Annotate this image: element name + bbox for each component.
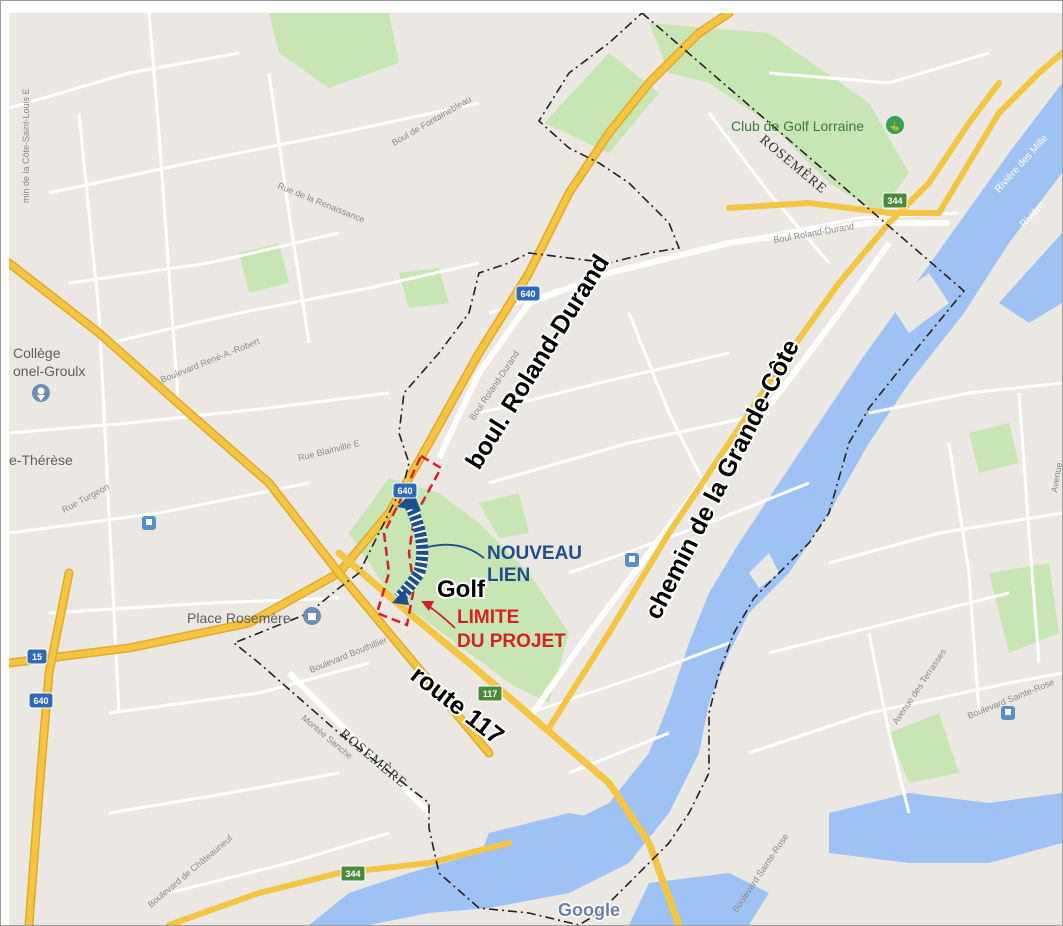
new-link-arrow-bottom xyxy=(392,589,409,605)
route-344-bottom xyxy=(166,840,512,925)
annotation-nouveau-lien-1: NOUVEAU xyxy=(487,543,582,564)
shield-label: 640 xyxy=(33,696,48,706)
place-label-college: Collège xyxy=(13,345,61,361)
river-south-channel xyxy=(829,793,1062,863)
street-label: Boul Roland-Durand xyxy=(773,221,855,245)
highways xyxy=(9,13,1062,925)
riviere-des-mille-iles xyxy=(309,83,1062,925)
golf-rosemere-park xyxy=(349,478,569,703)
route-344-top xyxy=(726,199,942,216)
autoroute-15-inner xyxy=(9,260,492,756)
shield-label: 15 xyxy=(32,652,42,662)
river-island-2 xyxy=(749,553,779,588)
annotation-nouveau-lien-2: LIEN xyxy=(487,565,530,586)
shield-a15: 15 xyxy=(26,648,48,665)
place-label-therese: e-Thérèse xyxy=(9,452,73,468)
shopping-marker-icon[interactable] xyxy=(303,607,321,625)
boul-roland-durand-road xyxy=(436,220,949,460)
a15-south-inner xyxy=(26,570,72,925)
parks xyxy=(239,13,1059,783)
shield-r344-top: 344 xyxy=(882,192,908,209)
svg-text:⛳: ⛳ xyxy=(889,120,900,132)
new-link-leader xyxy=(423,543,485,559)
street-label: Rue Blainville E xyxy=(297,438,361,463)
river-island xyxy=(889,273,949,333)
shield-label: 117 xyxy=(483,689,498,699)
park-right-2 xyxy=(889,713,959,783)
annotation-route-117: route 117 xyxy=(405,661,509,751)
map-canvas[interactable]: 640 640 640 15 344 344 117 xyxy=(9,13,1062,925)
route-344-main xyxy=(546,80,1002,731)
college-marker-icon[interactable] xyxy=(32,384,50,402)
project-limit-arrowhead xyxy=(421,601,434,611)
shield-a640-mid: 640 xyxy=(392,482,418,499)
river-south-arm xyxy=(469,813,629,883)
train-station-icon[interactable] xyxy=(1001,706,1015,720)
shield-label: 344 xyxy=(345,869,360,879)
shield-a640-top: 640 xyxy=(515,285,541,302)
annotation-limite-projet-1: LIMITE xyxy=(457,607,519,628)
project-limit-outline xyxy=(375,454,443,627)
street-label: Rue Turgeon xyxy=(60,482,111,515)
street-label: Avenue xyxy=(1049,462,1062,494)
local-streets xyxy=(9,13,1062,895)
shield-a640-left: 640 xyxy=(28,692,54,709)
river-branch-east xyxy=(999,233,1062,323)
train-station-icon[interactable] xyxy=(142,516,156,530)
google-attribution[interactable]: Google xyxy=(557,899,622,922)
shield-r117: 117 xyxy=(477,685,503,702)
shield-label: 640 xyxy=(397,486,412,496)
autoroute-640-inner xyxy=(9,13,732,666)
park-north-small xyxy=(544,53,659,153)
place-label-place-rosemere[interactable]: Place Rosemère xyxy=(187,610,291,626)
train-station-icon[interactable] xyxy=(625,553,639,567)
map-svg[interactable]: 640 640 640 15 344 344 117 xyxy=(9,13,1062,925)
park-top-left xyxy=(269,13,399,88)
street-label: Boulevard de Châteauneuf xyxy=(146,833,235,910)
park-right-1 xyxy=(989,563,1059,653)
golf-marker-icon[interactable]: ⛳ xyxy=(886,116,904,134)
annotation-limite-projet-2: DU PROJET xyxy=(457,631,566,652)
place-label-club-golf[interactable]: Club de Golf Lorraine xyxy=(731,118,864,134)
place-label-college-2: onel-Groulx xyxy=(13,363,85,379)
golf-lorraine-park xyxy=(649,23,909,213)
shield-label: 344 xyxy=(887,196,902,206)
shield-label: 640 xyxy=(520,289,535,299)
park-left-1 xyxy=(239,243,289,293)
route-344-north xyxy=(936,50,1062,216)
new-link-hatch xyxy=(394,500,429,603)
street-label: min de la Côte-Saint-Louis E xyxy=(21,88,31,203)
montee-sanche-road xyxy=(286,670,432,816)
shield-r344-bottom: 344 xyxy=(340,865,366,882)
park-mid xyxy=(479,493,529,538)
park-right-3 xyxy=(969,423,1019,473)
street-label: Avenue des Terrasses xyxy=(890,647,948,727)
rosemere-boundary xyxy=(232,13,966,925)
annotation-golf: Golf xyxy=(437,576,486,603)
